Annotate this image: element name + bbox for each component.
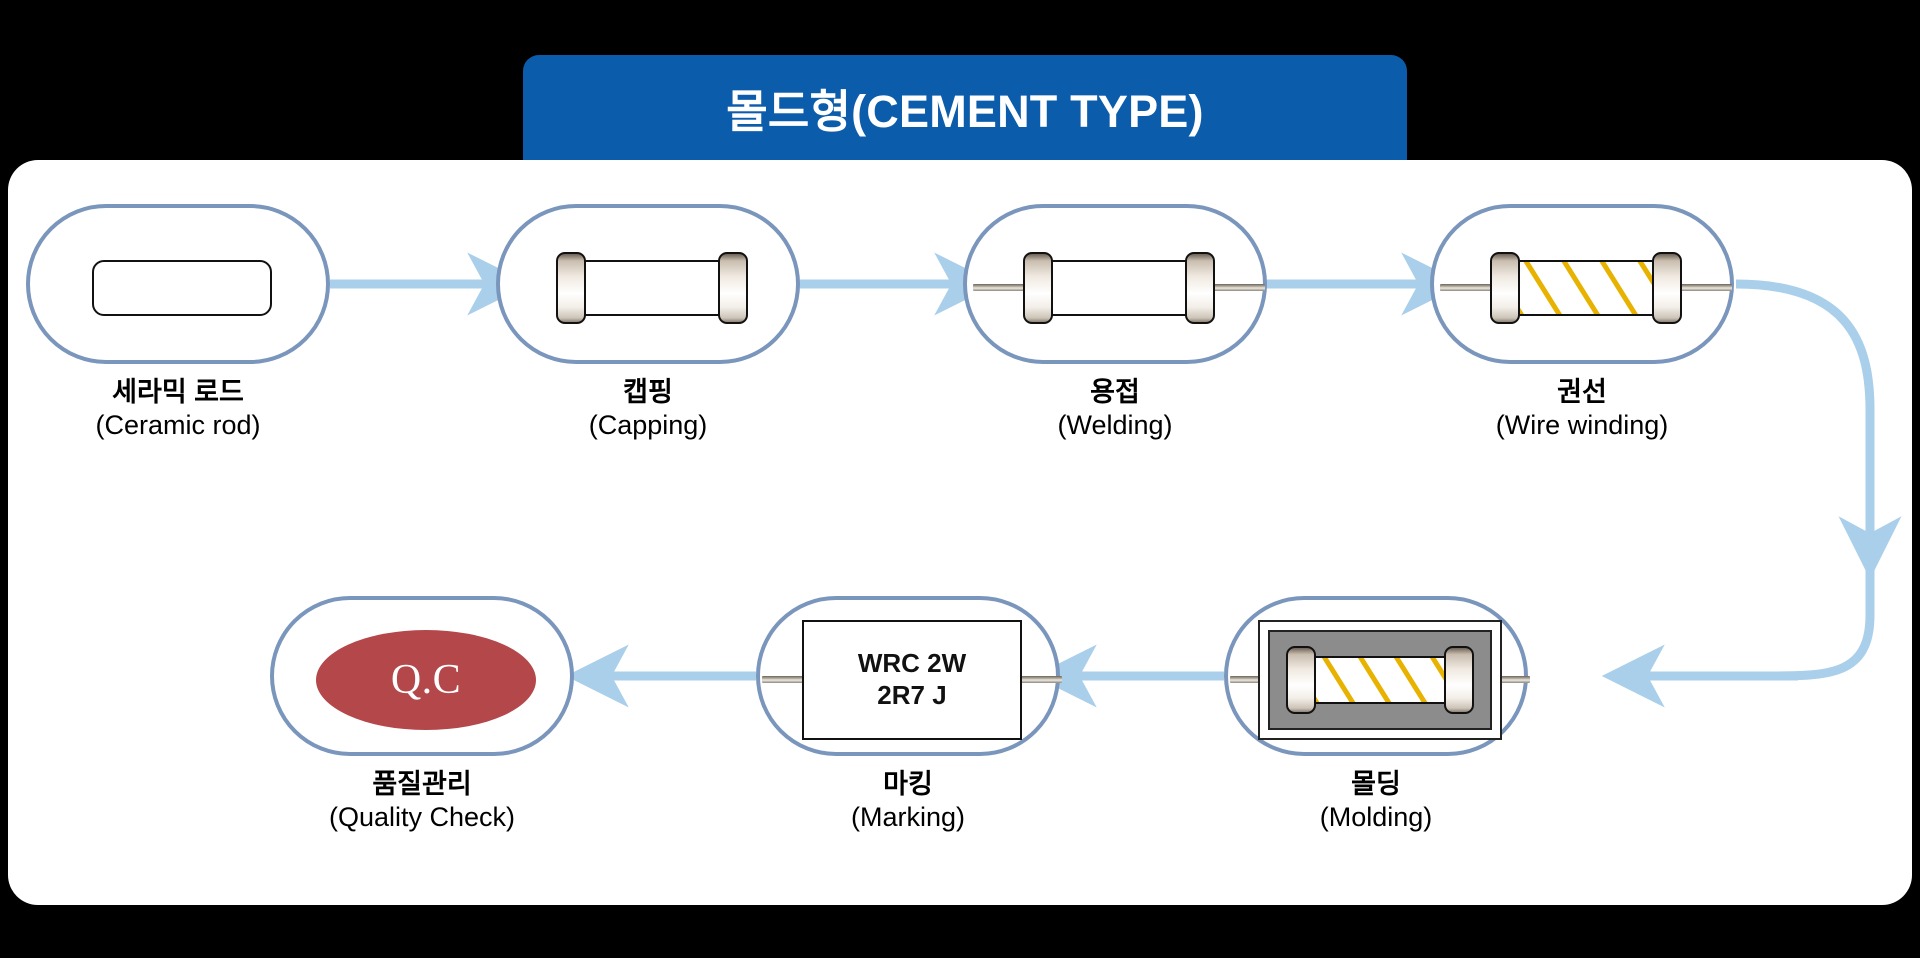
title-banner: 몰드형(CEMENT TYPE) [523,55,1407,160]
qc-badge-graphic: Q.C [274,600,570,752]
ceramic-rod-shape [92,260,272,316]
node-quality-check[interactable]: Q.C [270,596,574,756]
marked-resistor-graphic: WRC 2W 2R7 J [760,600,1062,752]
caption-en: (Welding) [1057,409,1173,440]
winding-line [1318,658,1363,702]
lead-wire-right [1002,676,1062,683]
caption-ko: 캡핑 [623,377,673,407]
caption-en: (Marking) [850,801,965,832]
winding-line [1354,658,1399,702]
end-cap-left [1023,252,1053,324]
marking-label-box: WRC 2W 2R7 J [802,620,1022,740]
winding-line [1560,262,1609,314]
caption-quality-check: 품질관리 (Quality Check) [270,768,574,834]
node-welding[interactable] [963,204,1267,364]
node-molding[interactable] [1224,596,1530,756]
capped-rod-graphic [500,208,796,360]
end-cap-left [1490,252,1520,324]
end-cap-right [1185,252,1215,324]
caption-marking: 마킹 (Marking) [756,768,1060,834]
caption-ko: 몰딩 [1351,769,1401,799]
welded-leads-graphic [967,208,1265,360]
caption-en: (Ceramic rod) [95,409,261,440]
caption-ceramic-rod: 세라믹 로드 (Ceramic rod) [26,376,330,442]
caption-wire-winding: 권선 (Wire winding) [1430,376,1734,442]
ceramic-rod-graphic [30,208,326,360]
lead-wire-left [1440,284,1506,291]
end-cap-left [1286,646,1316,714]
resistor-body [1039,260,1199,316]
caption-ko: 용접 [1090,377,1140,407]
caption-capping: 캡핑 (Capping) [496,376,800,442]
node-marking[interactable]: WRC 2W 2R7 J [756,596,1062,756]
end-cap-right [718,252,748,324]
lead-wire-right [1199,284,1265,291]
winding-line [1598,262,1647,314]
end-cap-right [1444,646,1474,714]
qc-label: Q.C [390,657,462,703]
molded-resistor-graphic [1228,600,1530,752]
lead-wire-right [1666,284,1732,291]
node-ceramic-rod[interactable] [26,204,330,364]
flow-connectors [8,160,1912,905]
wound-resistor-graphic [1434,208,1732,360]
caption-ko: 세라믹 로드 [112,377,244,407]
caption-en: (Capping) [588,409,708,440]
caption-en: (Wire winding) [1495,409,1669,440]
caption-ko: 권선 [1557,377,1607,407]
end-cap-right [1652,252,1682,324]
caption-en: (Quality Check) [328,801,516,832]
caption-molding: 몰딩 (Molding) [1224,768,1528,834]
marking-line-2: 2R7 J [877,680,947,710]
caption-ko: 마킹 [883,769,933,799]
node-capping[interactable] [496,204,800,364]
page-title: 몰드형(CEMENT TYPE) [726,86,1204,137]
winding-line [1522,262,1571,314]
lead-wire-left [973,284,1039,291]
caption-ko: 품질관리 [372,769,472,799]
resistor-body [572,260,732,316]
caption-welding: 용접 (Welding) [963,376,1267,442]
caption-en: (Molding) [1319,801,1433,832]
resistor-body [1304,656,1456,704]
marking-line-1: WRC 2W [857,648,967,679]
end-cap-left [556,252,586,324]
lead-wire-left [762,676,822,683]
qc-ellipse: Q.C [316,630,536,730]
winding-line [1390,658,1435,702]
resistor-body [1506,260,1666,316]
process-flow-card: 세라믹 로드 (Ceramic rod) 캡핑 (Capping) [8,160,1912,905]
node-wire-winding[interactable] [1430,204,1734,364]
